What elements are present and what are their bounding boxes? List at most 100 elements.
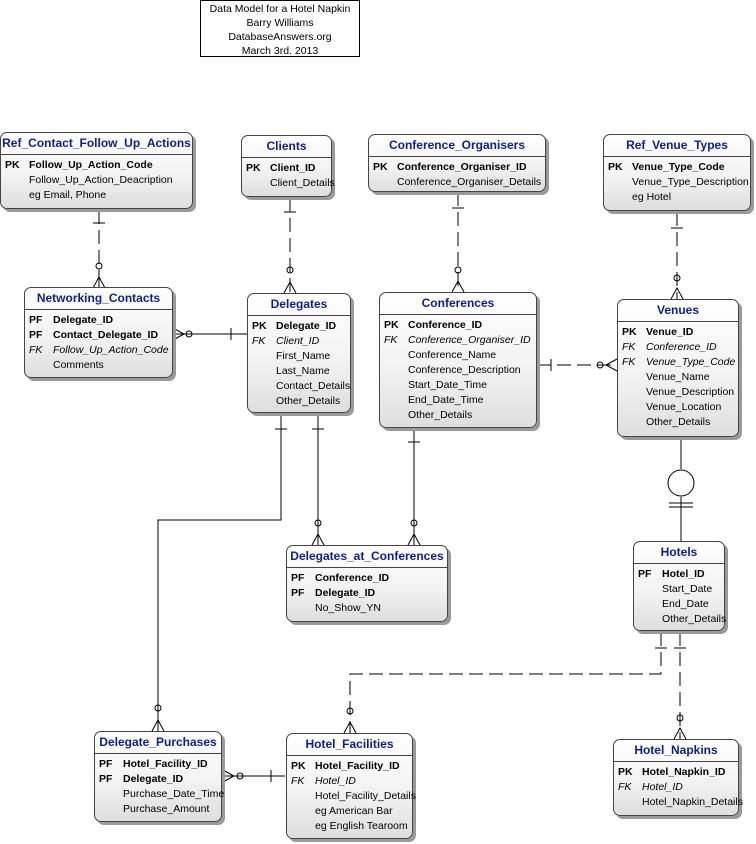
attribute-key-marker: PF [99,773,113,785]
attribute-key-marker: FK [29,344,43,356]
attribute-name: Hotel_ID [642,781,683,793]
attribute-name: Follow_Up_Action_Code [53,344,169,356]
attribute-name: eg Email, Phone [29,189,107,201]
attribute-key-marker: PF [99,758,113,770]
attribute-row: PK Venue_Type_Code [608,160,746,175]
attribute-row: Purchase_Date_Time [99,787,224,802]
attribute-name: Follow_Up_Action_Deacription [29,174,173,186]
attribute-name: Venue_Type_Code [632,161,725,173]
title-line-4: March 3rd. 2013 [241,45,319,57]
entity-name: Ref_Contact_Follow_Up_Actions [1,133,192,155]
attribute-name: Hotel_ID [662,568,705,580]
attribute-name: Conference_ID [646,341,717,353]
attribute-name: Comments [53,359,104,371]
attribute-name: Other_Details [408,409,473,421]
attribute-row: Contact_Details [252,379,350,394]
attribute-key-marker: PK [5,159,20,171]
attribute-name: Last_Name [276,365,330,377]
attribute-name: Hotel_Napkin_ID [642,766,726,778]
attribute-name: Delegate_ID [315,587,376,599]
attribute-name: Purchase_Date_Time [123,788,225,800]
attribute-name: Venue_Type_Description [632,176,749,188]
attribute-name: Venue_Description [646,386,735,398]
attribute-name: Conference_ID [408,319,483,331]
attribute-name: Hotel_ID [315,775,356,787]
attribute-key-marker: PK [252,320,267,332]
rel-hotels-facilities [349,632,662,733]
attribute-key-marker: PK [384,319,399,331]
attribute-row: Hotel_Napkin_Details [618,795,743,810]
attribute-name: Start_Date [662,583,713,595]
entity-name: Delegate_Purchases [95,732,221,754]
attribute-row: eg American Bar [291,804,408,819]
title-line-2: Barry Williams [246,17,314,29]
entity-name: Venues [618,300,738,322]
attribute-name: Venue_Location [646,401,722,413]
attribute-name: eg Hotel [632,191,672,203]
attribute-key-marker: PK [608,161,623,173]
attribute-key-marker: FK [384,334,398,346]
attribute-name: Other_Details [276,395,341,407]
title-line-1: Data Model for a Hotel Napkin [209,3,351,15]
attribute-name: Conference_Organiser_Details [397,176,542,188]
attribute-row: PK Follow_Up_Action_Code [5,158,188,173]
attribute-list: PK Conference_ID FK Conference_Organiser_ID… [380,315,536,423]
attribute-name: Hotel_Napkin_Details [642,796,743,808]
attribute-key-marker: PK [373,161,388,173]
attribute-name: Venue_Type_Code [646,356,736,368]
attribute-row: Client_Details [246,176,335,191]
diagram-title-box: Data Model for a Hotel Napkin Barry Will… [200,0,360,57]
attribute-key-marker: FK [291,775,305,787]
attribute-key-marker: FK [622,341,636,353]
attribute-row: No_Show_YN [291,601,443,616]
attribute-row: End_Date [638,597,720,612]
attribute-name: eg English Tearoom [315,820,408,832]
attribute-name: Delegate_ID [276,320,337,332]
attribute-name: Contact_Details [276,380,351,392]
attribute-name: Follow_Up_Action_Code [29,159,153,171]
attribute-key-marker: PF [291,572,305,584]
attribute-key-marker: FK [622,356,636,368]
attribute-row: Other_Details [638,612,726,627]
attribute-key-marker: FK [252,335,266,347]
attribute-row: Other_Details [622,415,734,430]
attribute-name: Hotel_Facility_ID [123,758,208,770]
attribute-row: Other_Details [252,394,346,409]
attribute-row: Comments [29,358,168,373]
attribute-name: Hotel_Facility_Details [315,790,416,802]
attribute-name: Other_Details [646,416,711,428]
attribute-name: eg American Bar [315,805,393,817]
attribute-key-marker: PF [29,329,43,341]
attribute-row: FK Conference_ID [622,340,734,355]
attribute-name: Venue_Name [646,371,710,383]
attribute-name: Conference_Organiser_ID [408,334,531,346]
